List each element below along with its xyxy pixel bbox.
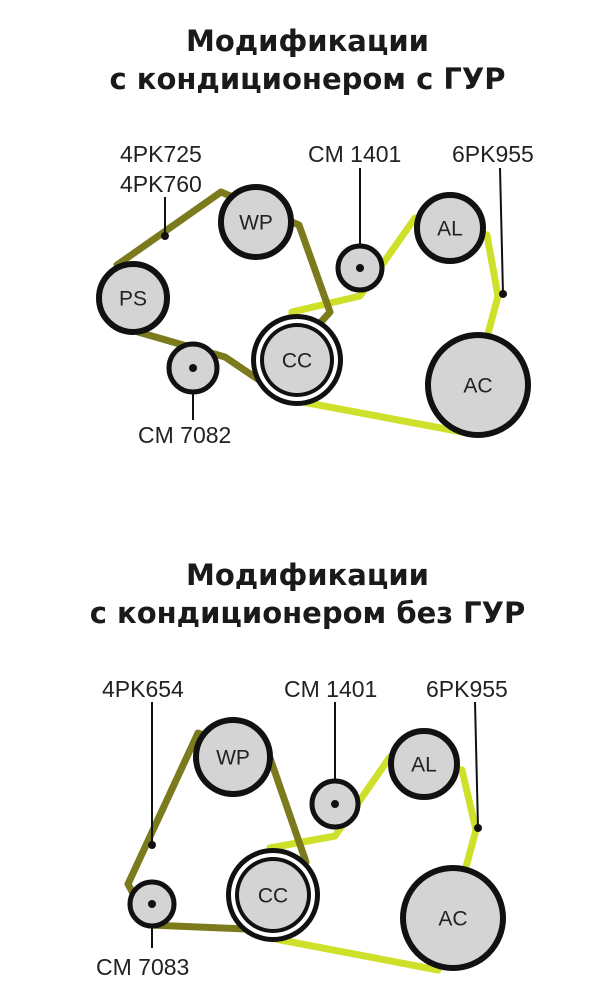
bottom-title-line2: с кондиционером без ГУР: [89, 596, 526, 630]
label-belt-6pk955: 6PK955: [452, 141, 534, 167]
pulley-tensioner-top: [335, 243, 385, 293]
label-tensioner-cm1401-bottom: CM 1401: [284, 676, 377, 702]
pulley-wp-bottom-label: WP: [216, 747, 250, 770]
belt-diagram-without-power-steering: WP AL CC AC 4PK654 CM 1401 6PK955 CM 708…: [96, 676, 508, 980]
pulley-al-bottom-label: AL: [411, 754, 437, 777]
pulley-cc-label: CC: [282, 350, 312, 373]
pulley-ac-bottom: AC: [400, 865, 506, 971]
pulley-ps-label: PS: [119, 288, 147, 311]
pulley-ac-bottom-label: AC: [438, 908, 467, 931]
label-belt-4pk725: 4PK725: [120, 141, 202, 167]
pulley-ac: AC: [425, 332, 531, 438]
label-belt-4pk760: 4PK760: [120, 171, 202, 197]
pulley-tensioner-bottom: [309, 778, 361, 830]
pulley-cc-bottom-label: CC: [258, 885, 288, 908]
pulley-al-bottom: AL: [388, 728, 460, 800]
top-title-line2: с кондиционером с ГУР: [109, 62, 506, 96]
label-belt-6pk955-bottom: 6PK955: [426, 676, 508, 702]
pulley-idler-bottom-small: [127, 879, 177, 929]
bottom-section-title: Модификации с кондиционером без ГУР: [0, 556, 615, 632]
pulley-ps: PS: [96, 261, 170, 335]
label-idler-cm7083: CM 7083: [96, 954, 189, 980]
label-tensioner-cm1401: CM 1401: [308, 141, 401, 167]
pulley-ac-label: AC: [463, 375, 492, 398]
pulley-idler-bottom: [166, 341, 220, 395]
pulley-wp-bottom: WP: [193, 717, 273, 797]
pulley-wp-label: WP: [239, 212, 273, 235]
belt-diagram-with-power-steering: WP PS AL CC AC 4PK725 4PK760 CM 1401 6PK…: [96, 141, 534, 448]
label-idler-cm7082: CM 7082: [138, 422, 231, 448]
pulley-cc: CC: [251, 314, 343, 406]
pulley-wp: WP: [218, 184, 294, 260]
pulley-cc-bottom: CC: [226, 848, 320, 942]
bottom-title-line1: Модификации: [185, 558, 429, 592]
label-belt-4pk654: 4PK654: [102, 676, 184, 702]
pulley-al-label: AL: [437, 218, 463, 241]
top-title-line1: Модификации: [185, 24, 429, 58]
pulley-al: AL: [414, 192, 486, 264]
top-section-title: Модификации с кондиционером с ГУР: [0, 22, 615, 98]
